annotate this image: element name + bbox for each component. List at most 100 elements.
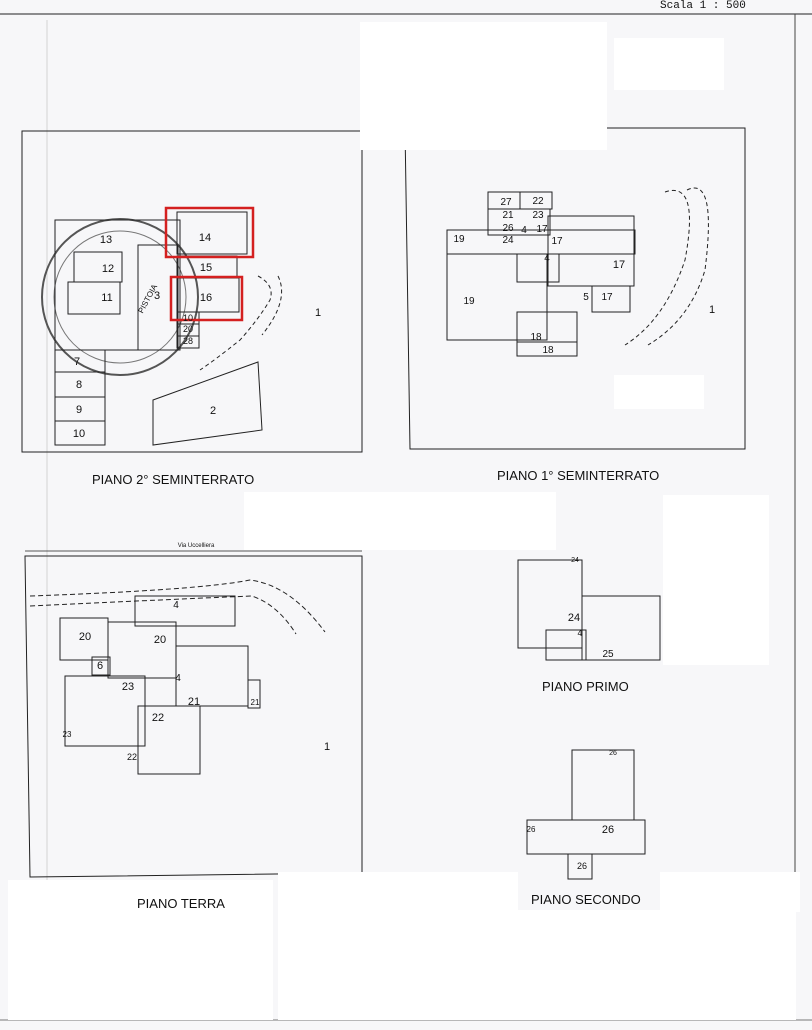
room-label-7: 7: [74, 356, 80, 368]
room-label-13: 13: [100, 234, 112, 246]
room-20b-outline: [107, 621, 177, 679]
room-label-27: 27: [500, 197, 512, 208]
room-label-1: 1: [315, 307, 321, 319]
plan-label-piano-primo: PIANO PRIMO: [542, 679, 629, 694]
room-label-21b: 21: [251, 698, 260, 707]
room-label-26: 26: [502, 223, 514, 234]
room-label-11: 11: [101, 292, 112, 304]
notary-stamp: [41, 218, 199, 376]
room-label-18b: 18: [542, 345, 554, 356]
room-label-6: 6: [97, 660, 103, 672]
room-2-outline: [152, 361, 263, 446]
room-23-outline: [64, 675, 146, 747]
room-label-18a: 18: [530, 332, 542, 343]
plan-label-piano-terra: PIANO TERRA: [137, 896, 225, 911]
room-label-5: 5: [583, 292, 589, 303]
room-label-17b: 17: [551, 236, 563, 247]
room-label-25a: 25: [602, 649, 614, 660]
plan-piano-secondo: [526, 749, 646, 880]
room-label-22a: 22: [152, 712, 164, 724]
room-label-19a: 19: [453, 234, 465, 245]
room-label-16: 16: [200, 292, 212, 304]
room-21-outline: [175, 645, 249, 707]
room-label-1: 1: [324, 741, 330, 753]
room-label-3: 3: [154, 290, 160, 302]
plan-piano-1-seminterrato: [404, 127, 746, 450]
room-label-23b: 23: [63, 730, 72, 739]
room-label-26d: 26: [577, 861, 587, 871]
room-label-23a: 23: [122, 681, 134, 693]
lot-boundary: [21, 130, 363, 453]
room-label-23: 23: [532, 210, 544, 221]
plan-label-piano-1-seminterrato: PIANO 1° SEMINTERRATO: [497, 468, 660, 483]
room-label-15: 15: [200, 262, 212, 274]
room-label-21: 21: [502, 210, 514, 221]
room-label-22b: 22: [127, 752, 137, 762]
room-19-outline: [446, 253, 548, 341]
room-label-4: 4: [577, 628, 582, 638]
room-14-outline: [176, 211, 248, 255]
room-label-1: 1: [709, 304, 715, 316]
redaction-patch: [8, 880, 273, 1020]
building-outline: [54, 219, 181, 351]
room-label-4a: 4: [521, 225, 527, 236]
lot-boundary: [404, 127, 746, 450]
redaction-patch: [663, 495, 769, 665]
driveway-dashed: [199, 275, 272, 371]
room-17-outline: [547, 215, 635, 287]
redaction-patch: [278, 872, 518, 1020]
redaction-patch: [660, 872, 800, 912]
rooms-10-20-28-outline: [176, 311, 200, 349]
redaction-patch: [614, 375, 704, 409]
room-18-outline: [516, 311, 578, 357]
plan-label-piano-secondo: PIANO SECONDO: [531, 892, 641, 907]
room-3-outline: [137, 244, 179, 351]
room-10-outline: [54, 420, 106, 446]
room-label-26a: 26: [609, 750, 617, 757]
room-26-outline: [526, 819, 646, 855]
room-label-24b: 24: [568, 612, 580, 624]
redaction-patch: [516, 910, 796, 1020]
room-11-outline: [67, 281, 121, 315]
room-label-2: 2: [210, 405, 216, 417]
highlight-room-14: [164, 206, 255, 259]
plan-piano-2-seminterrato: [21, 130, 363, 453]
room-12-outline: [73, 251, 123, 283]
room-label-17c: 17: [613, 259, 625, 271]
road-label: Via Uccelliera: [178, 543, 215, 549]
room-6-outline: [91, 656, 111, 676]
room-label-24: 24: [502, 235, 514, 246]
room-label-22: 22: [532, 196, 544, 207]
room-label-8: 8: [76, 379, 82, 391]
room-label-24a: 24: [571, 557, 579, 564]
room-label-26b: 26: [527, 825, 536, 834]
room-label-4b: 4: [175, 673, 181, 684]
plan-piano-primo: [517, 559, 661, 661]
room-22-outline: [137, 705, 201, 775]
room-label-26c: 26: [602, 824, 614, 836]
room-label-12: 12: [102, 263, 114, 275]
room-label-4b: 4: [544, 253, 550, 264]
room-label-20b: 20: [154, 634, 166, 646]
redaction-patch: [244, 492, 556, 550]
room-label-9: 9: [76, 404, 82, 416]
highlight-room-16: [169, 275, 244, 322]
room-label-10: 10: [73, 428, 85, 440]
room-label-14: 14: [199, 232, 211, 244]
redaction-patch: [360, 22, 607, 150]
redaction-patch: [614, 38, 724, 90]
plan-piano-terra: [24, 555, 363, 878]
room-label-20: 20: [183, 324, 193, 334]
room-label-19b: 19: [463, 296, 475, 307]
room-label-17d: 17: [601, 292, 613, 303]
scale-label: Scala 1 : 500: [660, 0, 746, 12]
room-25-outline: [581, 595, 661, 661]
room-label-10b: 10: [183, 313, 193, 323]
room-label-17a: 17: [536, 224, 548, 235]
plan-label-piano-2-seminterrato: PIANO 2° SEMINTERRATO: [92, 472, 255, 487]
notary-stamp-inner: [53, 230, 187, 364]
room-24-outline: [517, 559, 583, 649]
room-label-21a: 21: [188, 696, 200, 708]
